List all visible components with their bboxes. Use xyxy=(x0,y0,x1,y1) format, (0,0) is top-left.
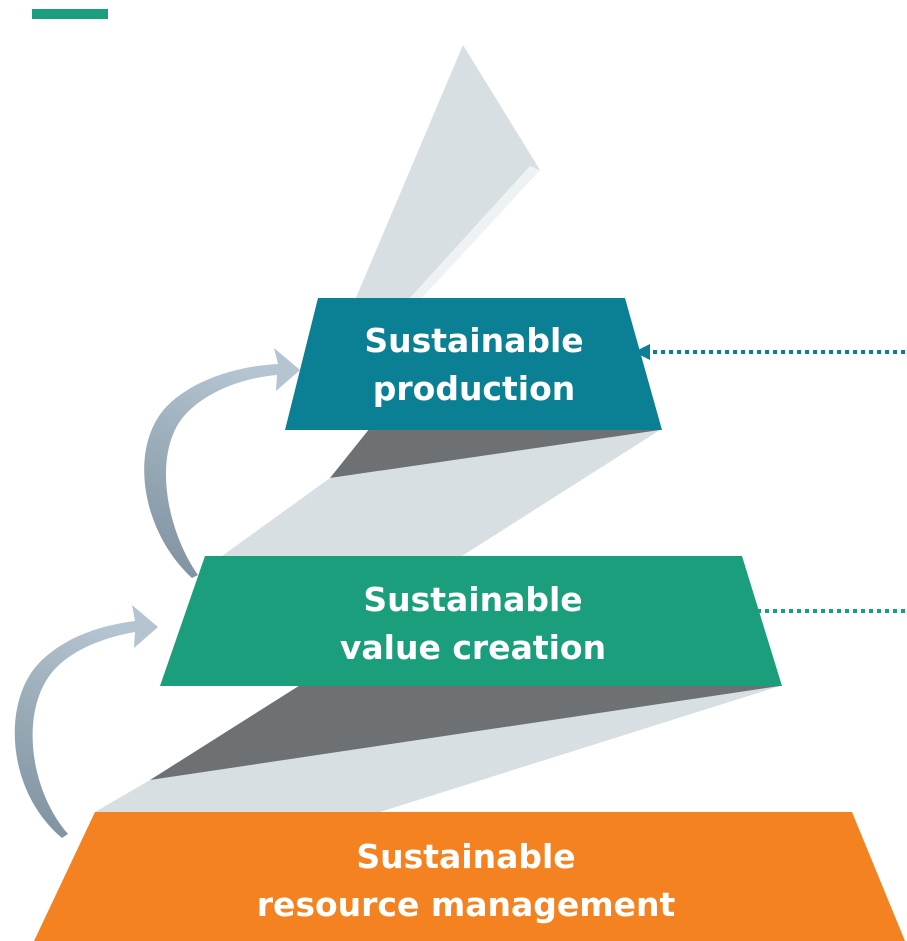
zigzag-band-upper xyxy=(222,430,660,556)
zigzag-band-shadow-top xyxy=(408,166,540,300)
tier-resource-management-line1: Sustainable xyxy=(356,837,575,876)
zigzag-band-lower xyxy=(95,686,780,812)
tier-value-creation-line2: value creation xyxy=(340,628,606,667)
tier-production-line1: Sustainable xyxy=(364,321,583,360)
zigzag-band-top xyxy=(355,45,540,300)
zigzag-band-dark-upper xyxy=(330,428,660,478)
tier-value-creation: Sustainable value creation xyxy=(160,556,782,686)
tier-resource-management-line2: resource management xyxy=(257,885,676,924)
tier-production-shape xyxy=(285,298,662,430)
tier-resource-management: Sustainable resource management xyxy=(34,812,905,941)
zigzag-band-dark-lower xyxy=(150,682,780,780)
accent-bar xyxy=(32,9,108,19)
curved-arrow-up-icon xyxy=(14,605,158,838)
connector-arrowhead-icon xyxy=(634,344,650,360)
tier-value-creation-line1: Sustainable xyxy=(363,580,582,619)
tier-production: Sustainable production xyxy=(285,298,662,430)
tier-resource-management-shape xyxy=(34,812,905,941)
curved-arrow-up-icon xyxy=(144,348,300,578)
tier-production-line2: production xyxy=(373,369,576,408)
tier-value-creation-shape xyxy=(160,556,782,686)
